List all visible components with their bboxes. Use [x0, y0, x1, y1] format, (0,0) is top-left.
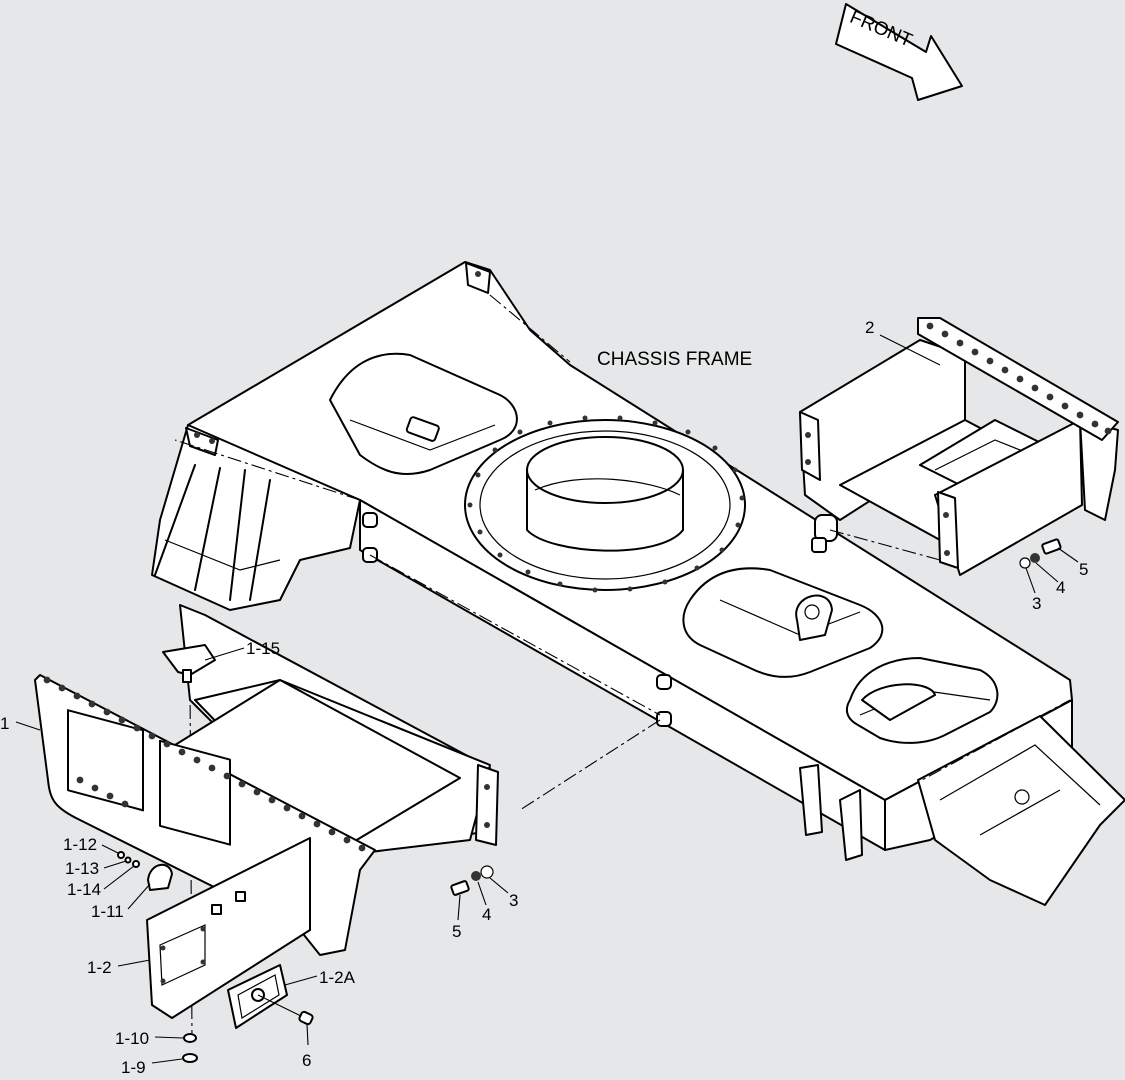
callout-4-right: 4: [1056, 578, 1065, 597]
callout-4-left: 4: [482, 905, 491, 924]
callout-1-2a: 1-2A: [319, 968, 356, 987]
front-direction-arrow: FRONT: [835, 3, 963, 101]
hardware-part-6-screw: [298, 1010, 314, 1026]
callout-1: 1: [0, 714, 9, 733]
callout-3-left: 3: [509, 891, 518, 910]
ring-bolt-holes: [467, 415, 745, 593]
hardware-parts-1-12-to-1-14: [117, 851, 140, 868]
callout-1-13: 1-13: [65, 859, 99, 878]
callout-5-left: 5: [452, 922, 461, 941]
hardware-right-bolt-washers: [1019, 538, 1062, 569]
hardware-part-1-10-washer: [183, 1033, 197, 1043]
callout-labels: 1 2 1-15 1-12 1-13 1-14 1-11 1-2 1-2A 1-…: [0, 318, 1088, 1077]
part-2-tool-box: [799, 317, 1119, 576]
part-1-2a-lock: [227, 964, 306, 1029]
hardware-left-bolt-washers: [450, 865, 494, 896]
callout-1-11: 1-11: [91, 902, 124, 921]
part-2-step-holes: [926, 322, 1112, 435]
callout-2: 2: [865, 318, 874, 337]
callout-1-15: 1-15: [246, 639, 280, 658]
part-1-2-door: [146, 837, 311, 1019]
callout-6: 6: [302, 1051, 311, 1070]
callout-1-14: 1-14: [67, 880, 101, 899]
chassis-frame: [151, 261, 1125, 906]
callout-1-9: 1-9: [121, 1058, 146, 1077]
callout-5-right: 5: [1079, 560, 1088, 579]
hardware-part-1-11-clip: [147, 864, 173, 891]
callout-leader-lines: [15, 334, 1079, 1064]
hardware-part-1-9-washer: [182, 1053, 198, 1063]
chassis-frame-title: CHASSIS FRAME: [597, 349, 752, 370]
callout-1-12: 1-12: [63, 835, 97, 854]
part-1-step-holes: [43, 676, 366, 852]
callout-3-right: 3: [1032, 594, 1041, 613]
part-1-tool-box: [34, 604, 499, 956]
callout-1-2: 1-2: [87, 958, 112, 977]
callout-1-10: 1-10: [115, 1029, 149, 1048]
